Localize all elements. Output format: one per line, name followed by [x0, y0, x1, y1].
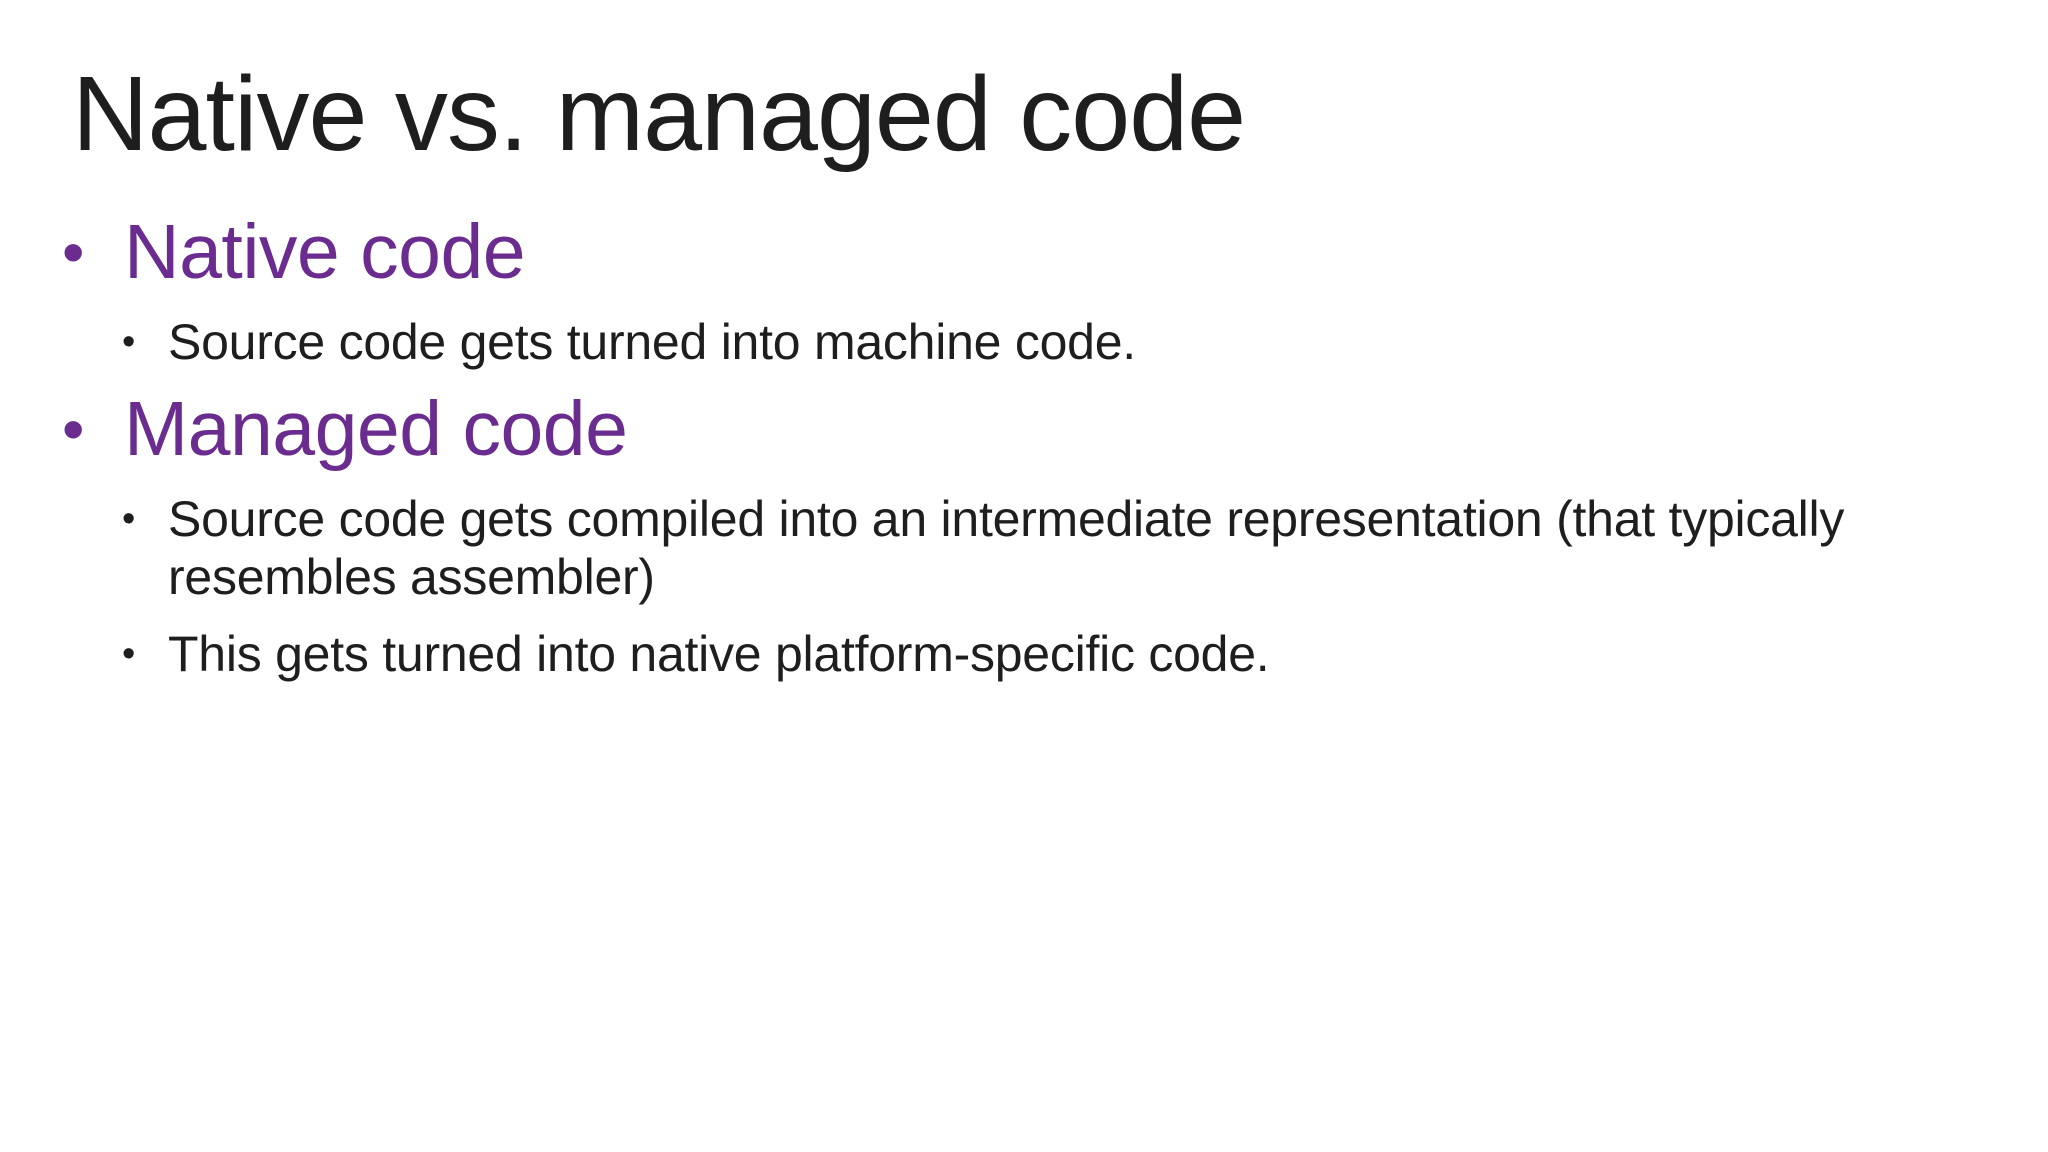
- bullet-marker-icon: •: [122, 498, 136, 540]
- sub-bullet-item: • Source code gets turned into machine c…: [122, 313, 1136, 371]
- bullet-marker-icon: •: [122, 633, 136, 675]
- bullet-marker-icon: •: [62, 216, 84, 288]
- bullet-item-managed-code: • Managed code: [62, 383, 628, 475]
- slide-title: Native vs. managed code: [72, 55, 1246, 173]
- sub-bullet-text: Source code gets compiled into an interm…: [168, 491, 1845, 605]
- bullet-text: Native code: [124, 209, 526, 295]
- bullet-text: Managed code: [124, 386, 628, 472]
- sub-bullet-text: This gets turned into native platform-sp…: [168, 626, 1270, 682]
- sub-bullet-item: • Source code gets compiled into an inte…: [122, 490, 1898, 606]
- sub-bullet-item: • This gets turned into native platform-…: [122, 625, 1270, 683]
- bullet-marker-icon: •: [122, 321, 136, 363]
- sub-bullet-text: Source code gets turned into machine cod…: [168, 314, 1136, 370]
- bullet-item-native-code: • Native code: [62, 206, 526, 298]
- bullet-marker-icon: •: [62, 393, 84, 465]
